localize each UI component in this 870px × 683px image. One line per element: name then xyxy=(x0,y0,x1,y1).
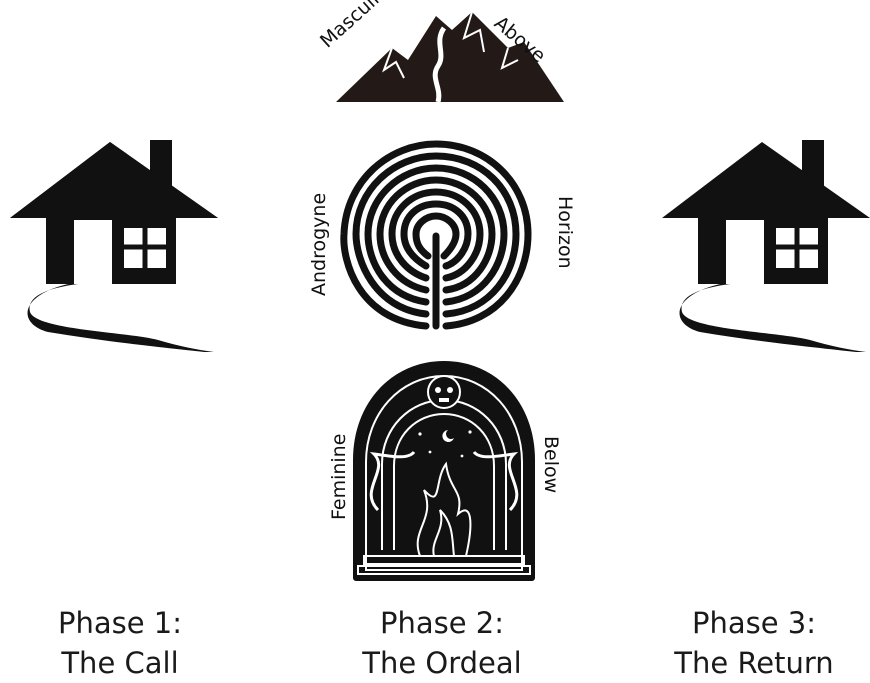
labyrinth-label-left: Androgyne xyxy=(308,193,330,296)
phase-1-name: The Call xyxy=(0,643,240,683)
phase-2-caption: Phase 2: The Ordeal xyxy=(322,603,562,683)
phase-2-name: The Ordeal xyxy=(322,643,562,683)
phase-2-title: Phase 2: xyxy=(322,603,562,643)
phase-3-caption: Phase 3: The Return xyxy=(634,603,870,683)
phase-1-title: Phase 1: xyxy=(0,603,240,643)
labyrinth-icon xyxy=(338,140,534,330)
phase-3-name: The Return xyxy=(634,643,870,683)
labyrinth-label-right: Horizon xyxy=(554,196,576,269)
house-icon-right xyxy=(660,136,870,354)
house-icon-left xyxy=(8,136,220,354)
gate-label-right: Below xyxy=(540,436,562,493)
phase-3-title: Phase 3: xyxy=(634,603,870,643)
gate-label-left: Feminine xyxy=(328,434,350,520)
underworld-gate-icon xyxy=(350,360,538,584)
phase-1-caption: Phase 1: The Call xyxy=(0,603,240,683)
